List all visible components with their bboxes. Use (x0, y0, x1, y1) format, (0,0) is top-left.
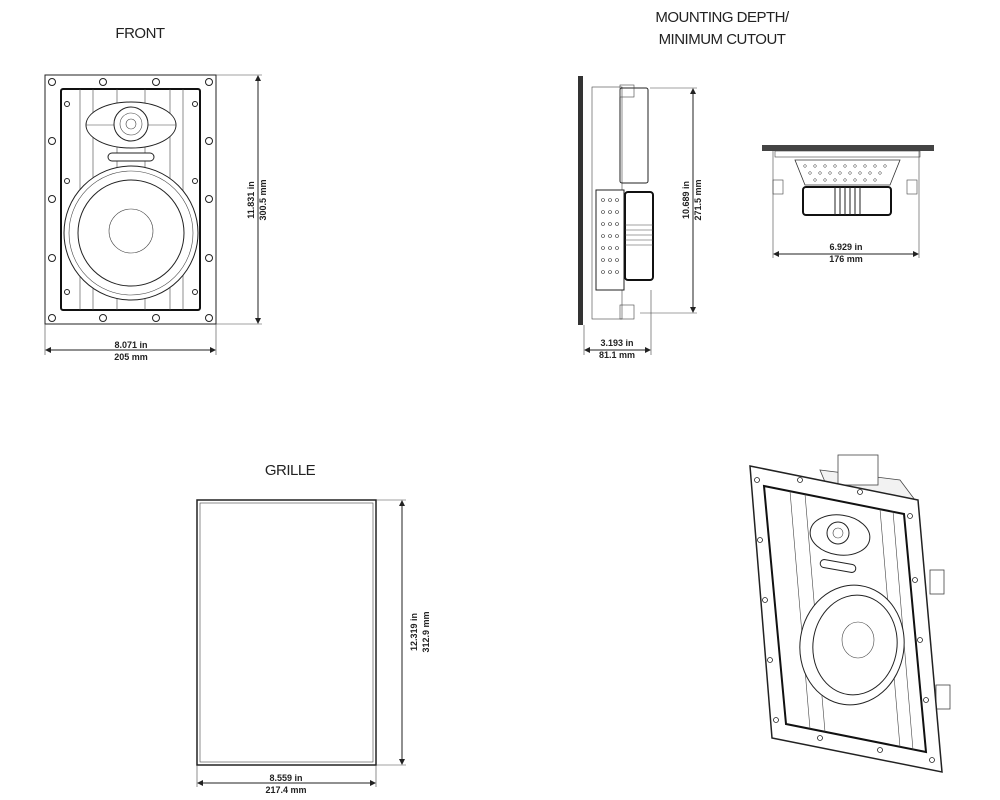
front-title: FRONT (115, 25, 164, 42)
mounting-title-line2: MINIMUM CUTOUT (659, 31, 786, 48)
front-view (44, 74, 262, 355)
top-width-mm: 176 mm (829, 254, 863, 264)
side-height-mm: 271.5 mm (693, 179, 703, 220)
front-width-mm: 205 mm (114, 352, 148, 362)
grille-title: GRILLE (265, 462, 316, 479)
top-width-in: 6.929 in (829, 242, 862, 252)
grille-width-in: 8.559 in (269, 773, 302, 783)
top-view (762, 145, 934, 258)
side-view (578, 76, 697, 355)
mounting-title-line1: MOUNTING DEPTH/ (655, 9, 790, 26)
front-height-in: 11.831 in (246, 181, 256, 219)
grille-view (196, 499, 406, 787)
grille-height-in: 12.319 in (409, 613, 419, 651)
grille-width-mm: 217.4 mm (265, 785, 306, 795)
front-height-mm: 300.5 mm (258, 179, 268, 220)
side-depth-in: 3.193 in (600, 338, 633, 348)
side-height-in: 10.689 in (681, 181, 691, 219)
side-depth-mm: 81.1 mm (599, 350, 635, 360)
grille-height-mm: 312.9 mm (421, 611, 431, 652)
front-width-in: 8.071 in (114, 340, 147, 350)
perspective-view (749, 454, 951, 773)
